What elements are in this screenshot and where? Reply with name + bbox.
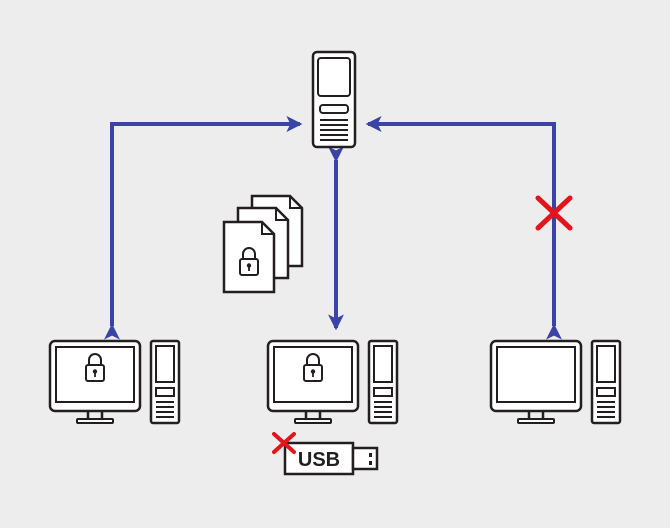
edge-server-to-pc-right <box>365 116 562 340</box>
edge-server-to-pc-left <box>104 116 303 340</box>
locked-documents-icon <box>222 194 304 294</box>
blocked-connection-x-icon <box>535 195 573 231</box>
server-icon <box>311 50 357 149</box>
computer-middle-icon <box>266 339 399 425</box>
computer-left-icon <box>48 339 181 425</box>
usb-blocked-x-icon <box>272 432 296 454</box>
computer-right-icon <box>489 339 622 425</box>
usb-drive-icon: USB <box>283 441 379 476</box>
usb-label: USB <box>298 449 340 471</box>
